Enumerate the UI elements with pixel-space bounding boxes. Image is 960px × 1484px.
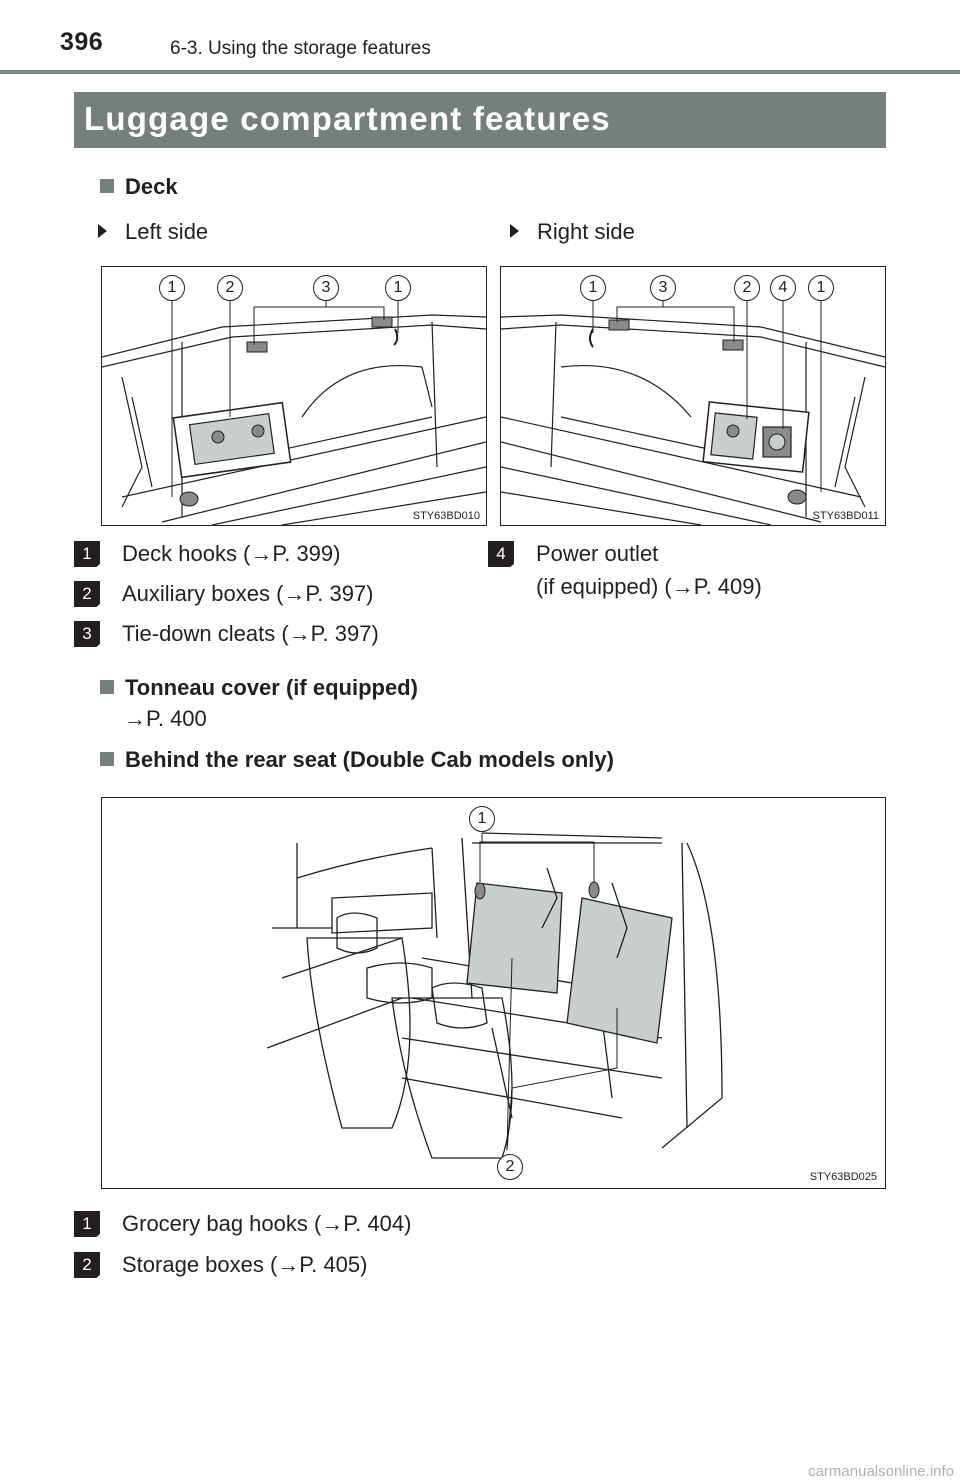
figure-code: STY63BD011	[812, 510, 879, 522]
rear-seat-illustration	[266, 832, 723, 1159]
number-badge: 3	[74, 621, 100, 647]
section-title-bar: Luggage compartment features	[74, 92, 886, 148]
figure-code: STY63BD010	[412, 510, 480, 522]
callout-2: 2	[497, 1154, 523, 1180]
rear-seat-item-text: Grocery bag hooks (→P. 404)	[122, 1211, 412, 1236]
deck-heading: Deck	[100, 174, 178, 200]
number-badge: 4	[488, 541, 514, 567]
deck-item-2: 2 Auxiliary boxes (→P. 397)	[74, 581, 474, 607]
rear-seat-heading: Behind the rear seat (Double Cab models …	[100, 747, 614, 773]
callout-1: 1	[580, 275, 606, 301]
right-deck-illustration	[501, 300, 885, 525]
rear-seat-figure: 1 2 STY63BD025	[101, 797, 886, 1189]
deck-item-text: (if equipped) (→P. 409)	[536, 574, 762, 599]
square-bullet-icon	[100, 752, 114, 766]
number-badge: 2	[74, 581, 100, 607]
chapter-title: 6-3. Using the storage features	[170, 38, 431, 59]
callout-3: 3	[650, 275, 676, 301]
watermark: carmanualsonline.info	[808, 1463, 954, 1480]
callout-4: 4	[770, 275, 796, 301]
page-number: 396	[60, 28, 104, 56]
tonneau-reference: →P. 400	[124, 706, 207, 731]
triangle-bullet-icon	[98, 224, 107, 238]
number-badge: 1	[74, 1211, 100, 1237]
square-bullet-icon	[100, 179, 114, 193]
triangle-bullet-icon	[510, 224, 519, 238]
left-side-label: Left side	[98, 219, 208, 245]
rear-seat-item-text: Storage boxes (→P. 405)	[122, 1252, 368, 1277]
deck-item-text: Deck hooks (→P. 399)	[122, 541, 341, 566]
callout-1: 1	[159, 275, 185, 301]
right-side-label: Right side	[510, 219, 635, 245]
right-deck-figure: 1 3 2 4 1 STY63BD011	[500, 266, 886, 526]
left-deck-illustration	[102, 300, 486, 525]
number-badge: 2	[74, 1252, 100, 1278]
rear-seat-item-1: 1 Grocery bag hooks (→P. 404)	[74, 1211, 574, 1237]
left-deck-figure: 1 2 3 1 STY63BD010	[101, 266, 487, 526]
figure-code: STY63BD025	[809, 1171, 877, 1183]
deck-item-text: Auxiliary boxes (→P. 397)	[122, 581, 374, 606]
deck-item-text: Power outlet	[536, 541, 659, 566]
header-rule	[0, 70, 960, 74]
deck-item-4: 4 Power outlet (if equipped) (→P. 409)	[488, 541, 888, 601]
callout-1: 1	[469, 806, 495, 832]
deck-item-text: Tie-down cleats (→P. 397)	[122, 621, 379, 646]
callout-2: 2	[217, 275, 243, 301]
callout-3: 3	[313, 275, 339, 301]
square-bullet-icon	[100, 680, 114, 694]
rear-seat-item-2: 2 Storage boxes (→P. 405)	[74, 1252, 574, 1278]
callout-2: 2	[734, 275, 760, 301]
deck-item-3: 3 Tie-down cleats (→P. 397)	[74, 621, 474, 647]
deck-item-1: 1 Deck hooks (→P. 399)	[74, 541, 474, 567]
number-badge: 1	[74, 541, 100, 567]
callout-1: 1	[808, 275, 834, 301]
tonneau-heading: Tonneau cover (if equipped)	[100, 675, 418, 701]
callout-1: 1	[385, 275, 411, 301]
section-title: Luggage compartment features	[84, 100, 611, 137]
